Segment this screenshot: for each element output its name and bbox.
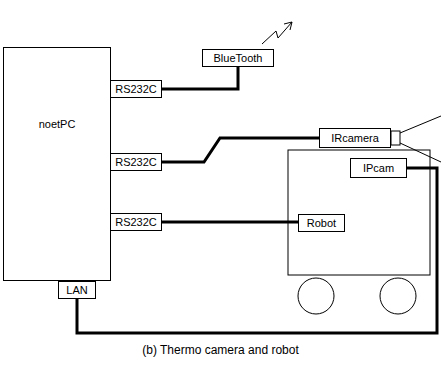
device-box: noetPC xyxy=(3,47,111,281)
view-line xyxy=(400,116,441,133)
box-label: RS232C xyxy=(115,83,157,95)
device-box: BlueTooth xyxy=(202,49,274,67)
box-label: RS232C xyxy=(115,216,157,228)
box-label: Robot xyxy=(307,217,336,229)
device-box: Robot xyxy=(298,214,345,232)
device-box: IPcam xyxy=(350,158,407,178)
device-box: RS232C xyxy=(110,80,162,98)
box-label: IRcamera xyxy=(331,132,379,144)
figure-caption: (b) Thermo camera and robot xyxy=(0,343,441,357)
device-box: LAN xyxy=(58,281,96,299)
device-box: IRcamera xyxy=(319,128,391,148)
radio-symbol xyxy=(262,22,292,44)
device-box: RS232C xyxy=(110,213,162,231)
box-label: noetPC xyxy=(39,118,76,130)
cable-line xyxy=(162,67,238,89)
box-label: RS232C xyxy=(115,156,157,168)
cable-line xyxy=(162,221,298,224)
box-label: IPcam xyxy=(363,162,394,174)
device-box: RS232C xyxy=(110,153,162,171)
box-label: BlueTooth xyxy=(214,52,263,64)
wheel xyxy=(298,278,334,314)
cable-line xyxy=(162,138,319,162)
wheel xyxy=(380,278,416,314)
radio-symbol xyxy=(284,22,292,30)
cable-line xyxy=(77,168,437,333)
box-label: LAN xyxy=(66,284,87,296)
camera-lens xyxy=(391,131,400,145)
